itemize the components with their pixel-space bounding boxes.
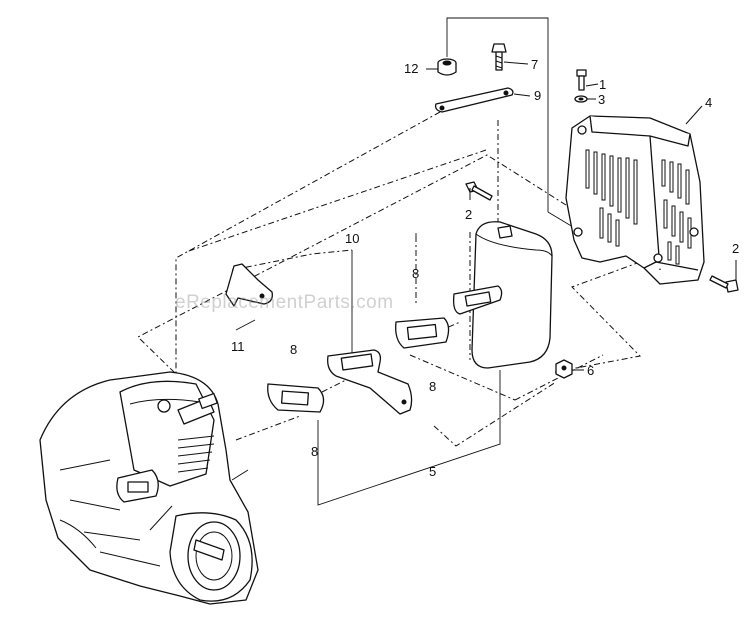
callout-8-bottom: 8 [311,444,319,459]
muffler-body [452,221,553,369]
part-11-bracket [225,263,273,307]
callout-11: 11 [231,339,245,354]
callout-5: 5 [429,464,437,479]
callout-12: 12 [404,61,419,76]
engine-cylinder-block [39,371,259,605]
part-10-bracket [327,349,413,415]
callout-leaders [426,61,737,371]
callout-10: 10 [345,231,360,246]
part-6-nut [555,359,573,379]
callout-8-top: 8 [412,266,420,281]
part-9-plate [434,87,514,113]
callout-2-left: 2 [465,207,473,222]
callout-8-right: 8 [429,379,437,394]
callout-2-right: 2 [732,241,740,256]
part-2-bolt-right [709,275,739,293]
part-12-nut [437,58,457,76]
part-7-bolt [491,43,507,71]
callout-9: 9 [534,88,542,103]
watermark: eReplacementParts.com [175,292,394,313]
callout-3: 3 [598,92,606,107]
callout-7: 7 [531,57,539,72]
callout-6: 6 [587,363,595,378]
part-4-muffler-cover [565,115,705,285]
assembly-guide-lines [137,17,642,506]
part-2-bolt-left [465,181,493,201]
part-1-screw [576,69,587,91]
callout-8-left: 8 [290,342,298,357]
part-3-washer [574,95,588,103]
part-8-gasket-upper [395,317,450,349]
callout-4: 4 [705,95,713,110]
part-8-gasket-lower [267,383,325,413]
callout-1: 1 [599,77,607,92]
